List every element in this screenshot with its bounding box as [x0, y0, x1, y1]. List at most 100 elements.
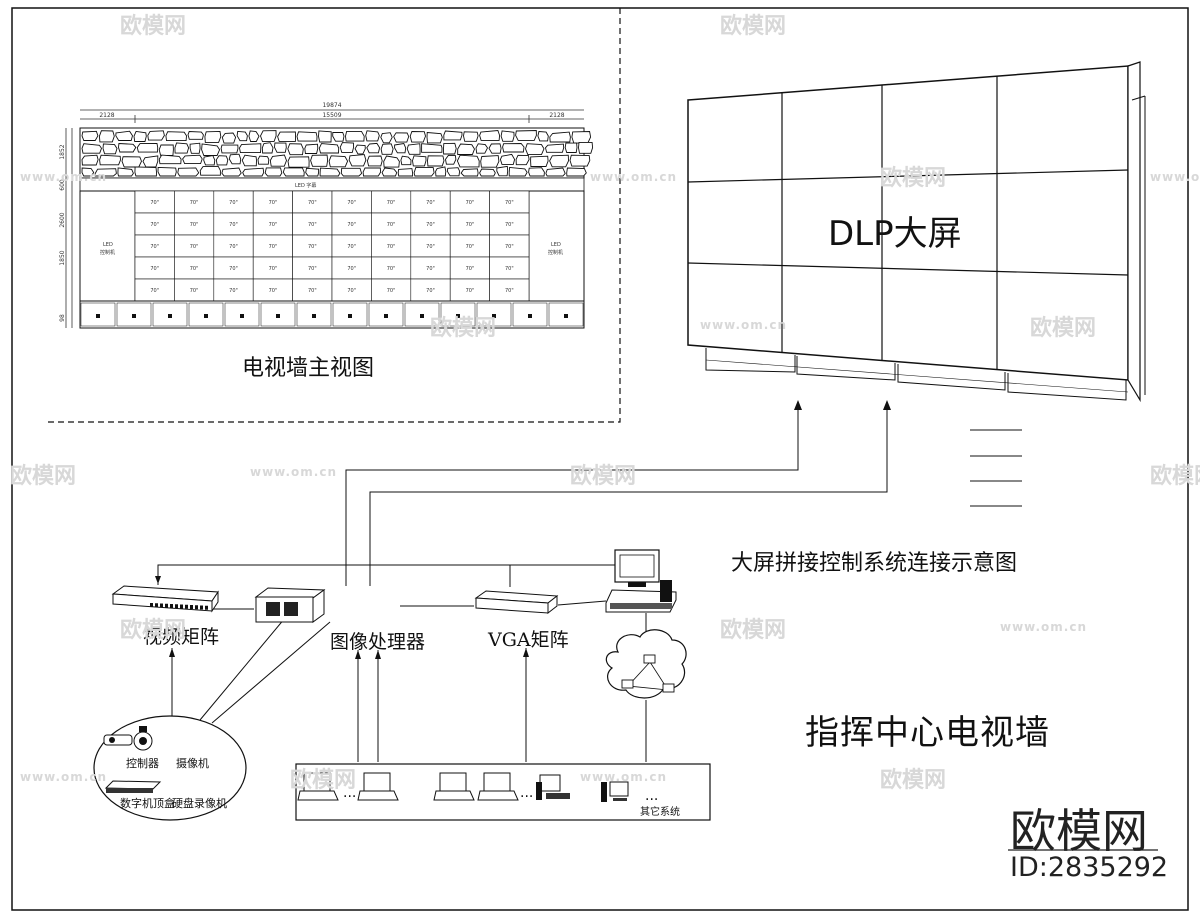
cabinet-handle [276, 314, 280, 318]
stone [515, 130, 537, 141]
stone [261, 142, 274, 154]
monitor-size-label: 70" [505, 266, 514, 272]
outer-frame [11, 7, 1189, 911]
stone [133, 130, 147, 142]
stone [457, 143, 476, 155]
monitor-size-label: 70" [150, 266, 159, 272]
model-id: ID:2835292 [1010, 852, 1169, 883]
cabinet-handle [492, 314, 496, 318]
stone [569, 154, 591, 167]
stone [203, 154, 216, 166]
stone [236, 130, 248, 142]
digital-recorder-label: 数字机顶盒 [120, 797, 175, 810]
laptop-keyboard [477, 790, 519, 801]
stone [380, 132, 393, 144]
monitor-size-label: 70" [308, 266, 317, 272]
stone [142, 155, 159, 168]
monitor-size-label: 70" [426, 266, 435, 272]
stone [545, 143, 565, 153]
monitor-size-label: 70" [505, 222, 514, 228]
monitor-size-label: 70" [308, 288, 317, 294]
image-processor-label: 图像处理器 [330, 631, 426, 653]
stone [354, 144, 366, 155]
stone [397, 168, 414, 177]
monitor-size-label: 70" [387, 266, 396, 272]
monitor-size-label: 70" [269, 266, 278, 272]
monitor-size-label: 70" [269, 222, 278, 228]
stone [221, 167, 242, 177]
cabinet-handle [204, 314, 208, 318]
video-matrix-device [111, 585, 219, 613]
stone [318, 143, 340, 154]
port [175, 604, 178, 609]
monitor-size-label: 70" [190, 244, 199, 250]
stone [530, 155, 549, 167]
stone [287, 143, 304, 156]
stone [549, 131, 571, 143]
stone [81, 130, 99, 141]
dim-total: 19874 [322, 102, 341, 109]
stone [426, 132, 443, 144]
monitor-size-label: 70" [308, 200, 317, 206]
stone [269, 154, 287, 167]
port [155, 603, 158, 608]
port [205, 605, 208, 610]
stone [147, 130, 165, 141]
controller-label: 控制器 [126, 757, 159, 770]
stone [117, 167, 134, 177]
stone [380, 143, 394, 155]
stone [99, 154, 121, 166]
stone [365, 130, 380, 142]
stone [328, 155, 349, 168]
monitor-size-label: 70" [229, 200, 238, 206]
stone [549, 154, 569, 168]
monitor-size-label: 70" [505, 200, 514, 206]
dim-left: 2128 [99, 112, 114, 119]
connection-lines [157, 405, 888, 762]
stone [98, 130, 115, 143]
stone [228, 153, 242, 165]
tv-wall-front-view: 19874 2128 15509 2128 18526002600185098 … [59, 102, 594, 329]
stone [479, 168, 496, 177]
port [180, 604, 183, 609]
stone [488, 143, 502, 154]
stone [421, 143, 443, 153]
monitor-size-label: 70" [229, 244, 238, 250]
stone [366, 142, 381, 154]
stone [182, 154, 203, 165]
monitor-size-label: 70" [387, 200, 396, 206]
cabinet-handle [528, 314, 532, 318]
monitor-size-label: 70" [308, 244, 317, 250]
dlp-screen-label: DLP大屏 [828, 214, 962, 254]
stone [340, 167, 363, 177]
laptop-keyboard [433, 790, 475, 801]
stone [537, 131, 549, 142]
laptop-icon [483, 772, 511, 792]
stone [277, 131, 296, 142]
stone [177, 167, 200, 177]
recorder-device [254, 587, 326, 623]
camera-label: 摄像机 [176, 757, 209, 770]
monitor-size-label: 70" [229, 222, 238, 228]
stone [215, 155, 229, 166]
stone [158, 154, 182, 165]
cabinet-handle [420, 314, 424, 318]
stone [274, 142, 287, 153]
monitor-size-label: 70" [466, 288, 475, 294]
svg-text:...: ... [520, 785, 533, 801]
dlp-screen [687, 61, 1146, 403]
monitor-size-label: 70" [190, 222, 199, 228]
dim-right: 2128 [549, 112, 564, 119]
arrowheads [155, 400, 891, 659]
terminal-rack [295, 763, 711, 821]
stone [348, 154, 367, 167]
monitor-grid: 70" 70" 70" 70" 70" 70" 70" 70" 70" 70" 70" 70" 70" 7… [134, 190, 530, 302]
stone [383, 155, 400, 168]
stone [578, 141, 594, 154]
stone [443, 142, 457, 155]
stone [545, 167, 566, 177]
stone [406, 143, 421, 155]
